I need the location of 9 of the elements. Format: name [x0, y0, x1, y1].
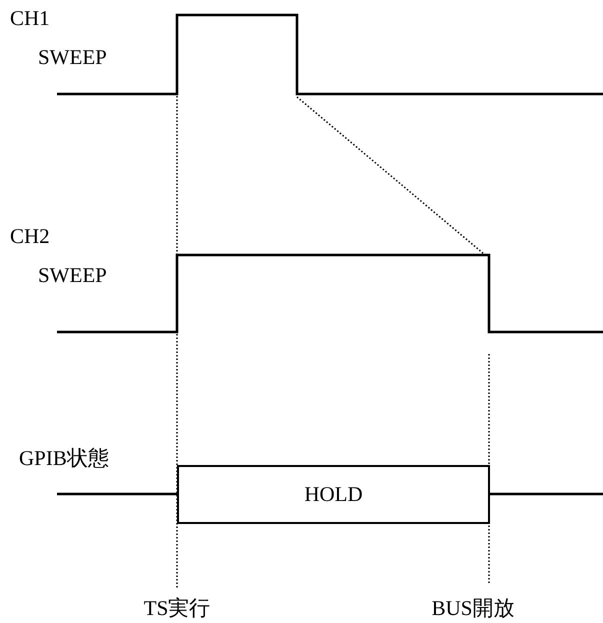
event-label: BUS開放 [432, 598, 514, 619]
channel-label: CH2 [10, 226, 50, 247]
state-label: HOLD [304, 484, 363, 505]
signal-label: SWEEP [38, 47, 107, 68]
event-label: TS実行 [144, 598, 210, 619]
signal-label: SWEEP [38, 265, 107, 286]
channel-label: CH1 [10, 8, 50, 29]
signal-label: GPIB状態 [19, 448, 109, 469]
state-box [177, 465, 490, 524]
